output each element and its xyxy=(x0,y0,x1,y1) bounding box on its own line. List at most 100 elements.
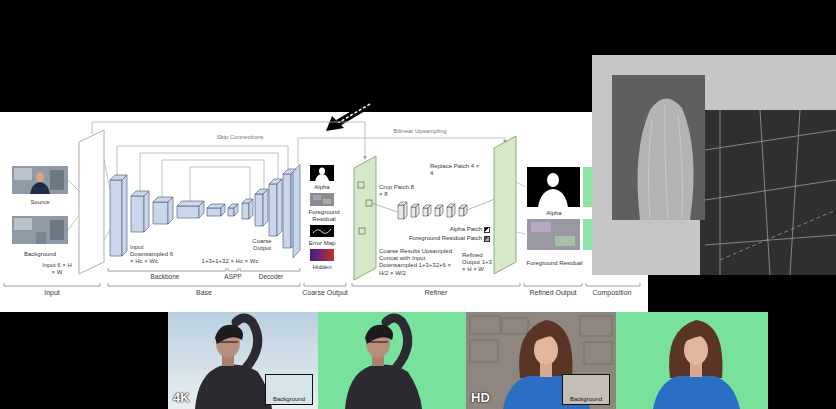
node-text: Background xyxy=(273,396,305,403)
node-text: Background xyxy=(24,251,56,258)
aspp-block xyxy=(228,204,238,216)
output-tile: Alpha xyxy=(525,167,583,217)
decoder-blocks xyxy=(249,199,253,219)
refiner-blocks xyxy=(452,204,455,217)
section-label: ASPP xyxy=(223,273,243,281)
output-tile: Foreground Residual xyxy=(302,193,346,223)
node-text: 4K xyxy=(173,391,190,406)
node-text: HD xyxy=(471,391,490,406)
backbone-blocks xyxy=(199,201,204,218)
patch-squares xyxy=(366,200,372,206)
annotation-label: Input 6 × H × W xyxy=(40,262,74,276)
coarse-residual-image xyxy=(310,193,334,206)
coarse-alpha-image xyxy=(315,174,329,181)
output-lines xyxy=(516,182,526,234)
node-text: Alpha xyxy=(546,210,561,217)
input-lines xyxy=(68,214,80,230)
section-label: Input xyxy=(32,289,72,297)
source-thumbnail xyxy=(12,166,68,194)
refiner-blocks xyxy=(423,208,428,216)
input-lines xyxy=(104,230,110,240)
matting-photo-panel xyxy=(638,98,694,220)
coarse-alpha-image xyxy=(310,165,334,181)
person-figure xyxy=(653,320,740,409)
refiner-blocks xyxy=(447,207,452,217)
coarse-residual-image xyxy=(313,195,321,200)
upsampling-line xyxy=(298,138,505,164)
source-thumbnail xyxy=(36,172,44,182)
annotation-label: Replace Patch 4 × 4 xyxy=(430,163,480,177)
composition-image xyxy=(583,167,592,207)
photo-hd xyxy=(584,342,612,364)
matting-photo-panel xyxy=(790,110,800,275)
annotation-label: 1+3+1+32 × Hc × Wc xyxy=(198,258,262,265)
decoder-blocks xyxy=(263,189,268,226)
input-lines xyxy=(104,160,110,190)
patch-squares xyxy=(359,228,365,234)
decoder-blocks xyxy=(269,184,277,236)
photo-hd xyxy=(502,318,528,334)
refiner-blocks xyxy=(398,205,404,219)
background-inset: Background xyxy=(265,374,313,405)
skip-connections xyxy=(117,146,288,201)
hidden-image xyxy=(310,249,334,261)
refined-residual-image xyxy=(555,236,575,246)
section-label: Coarse Output xyxy=(301,289,349,297)
node-text: Foreground Residual xyxy=(526,260,582,267)
callout-arrow xyxy=(338,104,370,123)
input-lines xyxy=(68,180,80,192)
composition-image xyxy=(583,219,592,250)
backbone-blocks xyxy=(221,204,225,216)
photo-hd xyxy=(470,316,500,334)
coarse-alpha-image xyxy=(310,165,334,181)
error-map-image xyxy=(310,225,334,237)
skip-connections xyxy=(140,153,278,191)
backbone-blocks xyxy=(110,175,225,256)
matting-photo-panel xyxy=(592,55,836,275)
section-label: Composition xyxy=(586,289,638,297)
background-thumbnail xyxy=(12,216,68,244)
backbone-blocks xyxy=(153,202,168,224)
legend-item: Alpha Patch xyxy=(390,226,490,233)
backbone-blocks xyxy=(207,208,221,216)
refiner-blocks xyxy=(440,205,443,216)
photo-4k xyxy=(168,312,318,409)
photo-4k-composite xyxy=(318,312,466,409)
callout-arrow xyxy=(326,116,344,131)
decoder-blocks xyxy=(242,203,249,219)
skip-connections xyxy=(162,160,264,197)
photo-hd xyxy=(470,340,498,362)
background-thumbnail xyxy=(36,232,46,244)
node-text: Error Map xyxy=(309,240,336,247)
refined-residual-image xyxy=(531,222,551,232)
person-figure xyxy=(345,318,422,409)
photo-hd xyxy=(466,312,616,409)
coarse-residual-image xyxy=(323,199,331,204)
section-brackets xyxy=(108,283,300,286)
decoder-blocks xyxy=(293,164,300,258)
background-thumbnail xyxy=(14,218,32,230)
matting-photo-panel xyxy=(648,120,652,218)
person-figure xyxy=(195,318,272,409)
diagram-panel xyxy=(0,112,648,312)
coarse-alpha-image xyxy=(319,168,325,175)
node-text: Alpha xyxy=(314,184,329,191)
aspp-block xyxy=(228,208,234,216)
source-thumbnail xyxy=(50,170,64,190)
skip-connections xyxy=(190,167,250,201)
matting-photo-panel xyxy=(612,75,705,220)
node-text: Foreground Residual xyxy=(302,209,346,223)
matting-photo-panel xyxy=(705,180,836,200)
refined-residual-image xyxy=(527,219,580,250)
refiner-blocks xyxy=(404,202,407,219)
section-brackets xyxy=(4,283,100,286)
photo-hd-composite xyxy=(616,312,768,409)
decoder-blocks xyxy=(283,174,291,248)
matting-photo-panel xyxy=(665,105,668,218)
background-thumbnail xyxy=(12,216,68,244)
annotation-label: Bilinear Upsampling xyxy=(380,128,460,135)
section-label: Base xyxy=(184,289,224,297)
node-text: Source xyxy=(30,199,49,206)
photo-4k-composite xyxy=(318,312,466,409)
